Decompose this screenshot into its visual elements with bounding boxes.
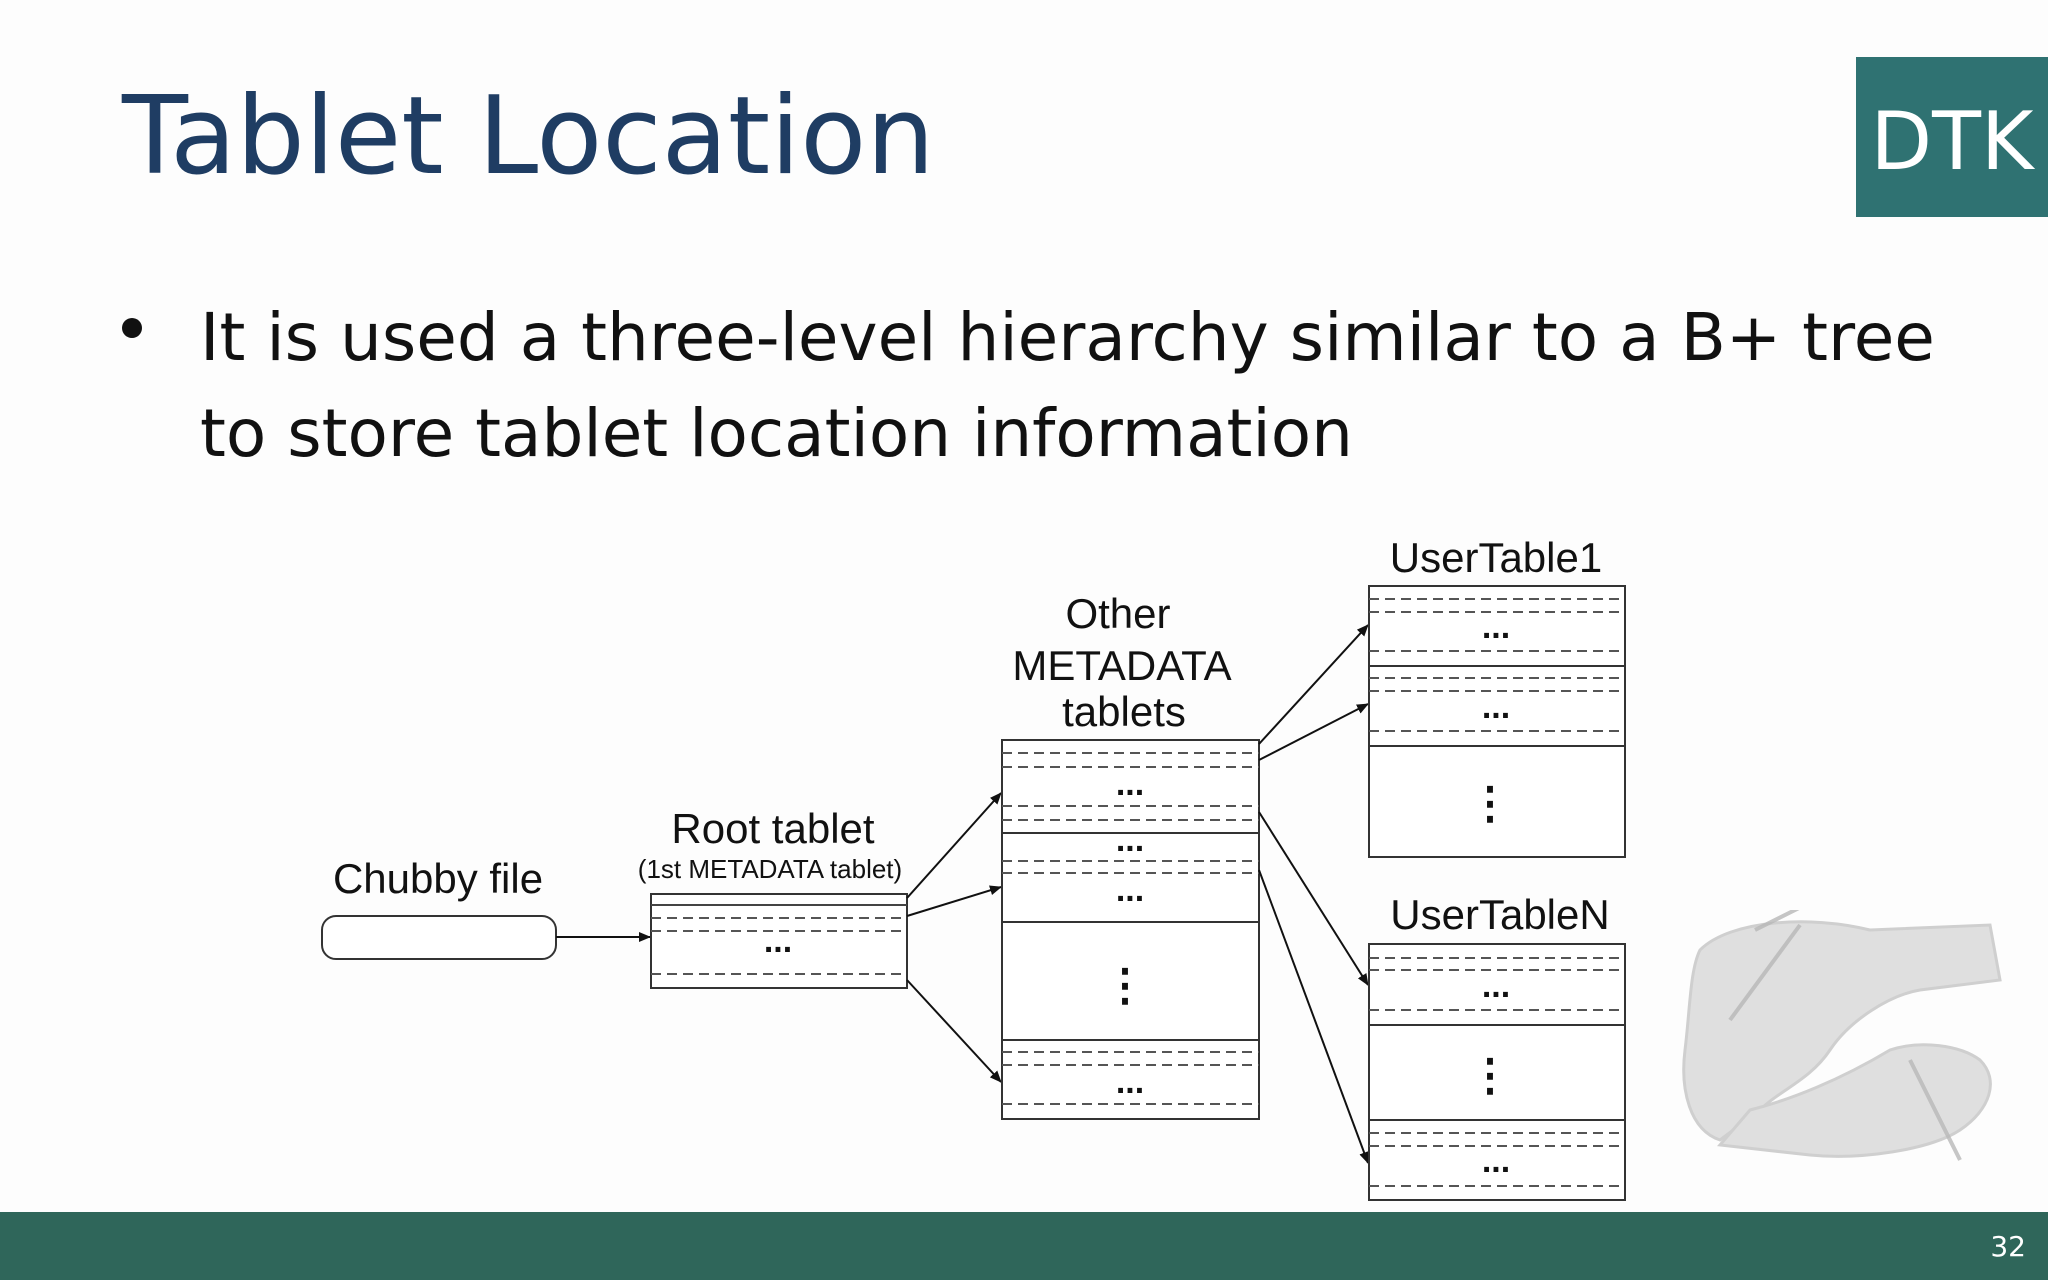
bullet-list: It is used a three-level hierarchy simil… [120, 290, 1935, 482]
user1-ellipsis-2: ... [1482, 688, 1510, 726]
chubby-file-box [321, 915, 557, 960]
dtk-logo: DTK [1856, 57, 2048, 217]
meta-ellipsis-4: ... [1116, 1063, 1144, 1101]
root-ellipsis: ... [764, 922, 792, 960]
meta-label-line-2: METADATA [1012, 642, 1231, 689]
root-tablet-box: ... [650, 893, 908, 989]
meta-to-user1-arrow-2 [1258, 703, 1369, 761]
tablet-location-diagram: Chubby file Root tablet (1st METADATA ta… [321, 534, 1626, 1201]
meta-ellipsis-2: ... [1116, 821, 1144, 859]
bullet-text: It is used a three-level hierarchy simil… [200, 299, 1935, 472]
meta-label-line-1: Other [1065, 590, 1170, 637]
chubby-file-label: Chubby file [333, 855, 543, 902]
meta-vertical-ellipsis: ⋮ [1103, 961, 1147, 1010]
user1-ellipsis-1: ... [1482, 608, 1510, 646]
usern-ellipsis-2: ... [1482, 1142, 1510, 1180]
meta-to-usern-arrow-1 [1258, 811, 1369, 986]
meta-to-user1-arrow-1 [1258, 624, 1369, 745]
root-to-meta-arrow-1 [906, 792, 1002, 899]
logo-text: DTK [1871, 95, 2036, 188]
slide-title: Tablet Location [122, 74, 935, 199]
meta-ellipsis-3: ... [1116, 871, 1144, 909]
footer-bar: 32 [0, 1212, 2048, 1280]
page-number: 32 [1990, 1230, 2026, 1263]
usern-ellipsis-1: ... [1482, 967, 1510, 1005]
root-tablet-label: Root tablet [671, 805, 874, 852]
root-to-meta-arrow-2 [906, 885, 1002, 917]
meta-ellipsis-1: ... [1116, 765, 1144, 803]
user-table-1-label: UserTable1 [1390, 534, 1602, 581]
drawing-hands-watermark [1682, 910, 2002, 1161]
user1-vertical-ellipsis: ⋮ [1468, 779, 1512, 828]
root-to-meta-arrow-3 [906, 979, 1002, 1083]
metadata-tablets-box: ... ... ... ⋮ ... [1001, 739, 1260, 1120]
bullet-dot-icon [122, 318, 142, 338]
usern-vertical-ellipsis: ⋮ [1468, 1051, 1512, 1100]
root-tablet-sublabel: (1st METADATA tablet) [638, 854, 902, 884]
meta-to-usern-arrow-2 [1258, 869, 1369, 1164]
meta-label-line-3: tablets [1062, 688, 1186, 735]
user-table-1-box: ... ... ⋮ [1368, 585, 1626, 858]
user-table-n-label: UserTableN [1390, 891, 1609, 938]
user-table-n-box: ... ⋮ ... [1368, 943, 1626, 1201]
